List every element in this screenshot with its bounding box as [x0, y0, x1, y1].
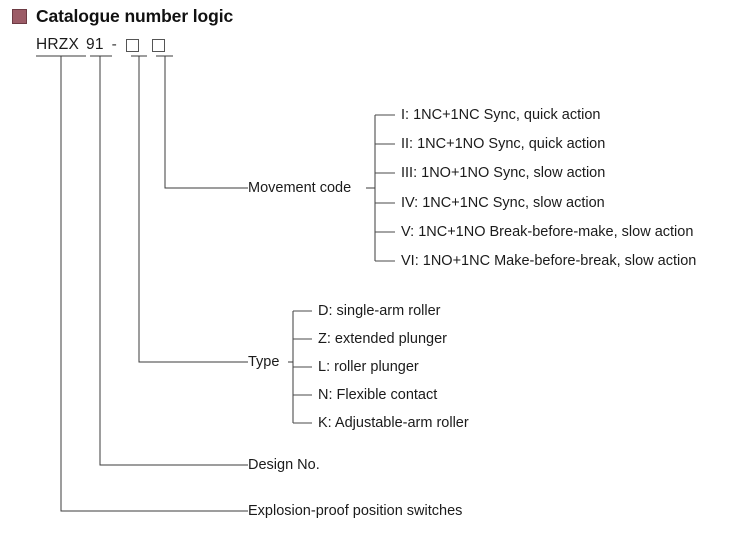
code-prefix: HRZX [36, 36, 79, 53]
movement-code-item: VI: 1NO+1NC Make-before-break, slow acti… [401, 253, 697, 269]
movement-code-item: I: 1NC+1NC Sync, quick action [401, 107, 601, 123]
movement-code-item: IV: 1NC+1NC Sync, slow action [401, 195, 605, 211]
code-separator: - [111, 36, 117, 53]
movement-code-item: III: 1NO+1NO Sync, slow action [401, 165, 606, 181]
movement-code-item: V: 1NC+1NO Break-before-make, slow actio… [401, 224, 694, 240]
movement-code-item: II: 1NC+1NO Sync, quick action [401, 136, 606, 152]
catalogue-code: HRZX 91 - [36, 36, 165, 54]
type-item: K: Adjustable-arm roller [318, 415, 469, 431]
type-item: D: single-arm roller [318, 303, 441, 319]
code-design-number: 91 [86, 36, 104, 53]
type-item: Z: extended plunger [318, 331, 447, 347]
type-item: N: Flexible contact [318, 387, 438, 403]
code-box-movement [151, 38, 165, 52]
code-box-type [125, 38, 139, 52]
group-label-type: Type [248, 354, 280, 370]
label-design-no: Design No. [248, 457, 320, 473]
group-label-movement-code: Movement code [248, 180, 352, 196]
label-product-family: Explosion-proof position switches [248, 503, 463, 519]
section-marker-icon [12, 9, 27, 24]
page-title: Catalogue number logic [36, 6, 234, 26]
type-item: L: roller plunger [318, 359, 419, 375]
section-header: Catalogue number logic [12, 6, 233, 27]
